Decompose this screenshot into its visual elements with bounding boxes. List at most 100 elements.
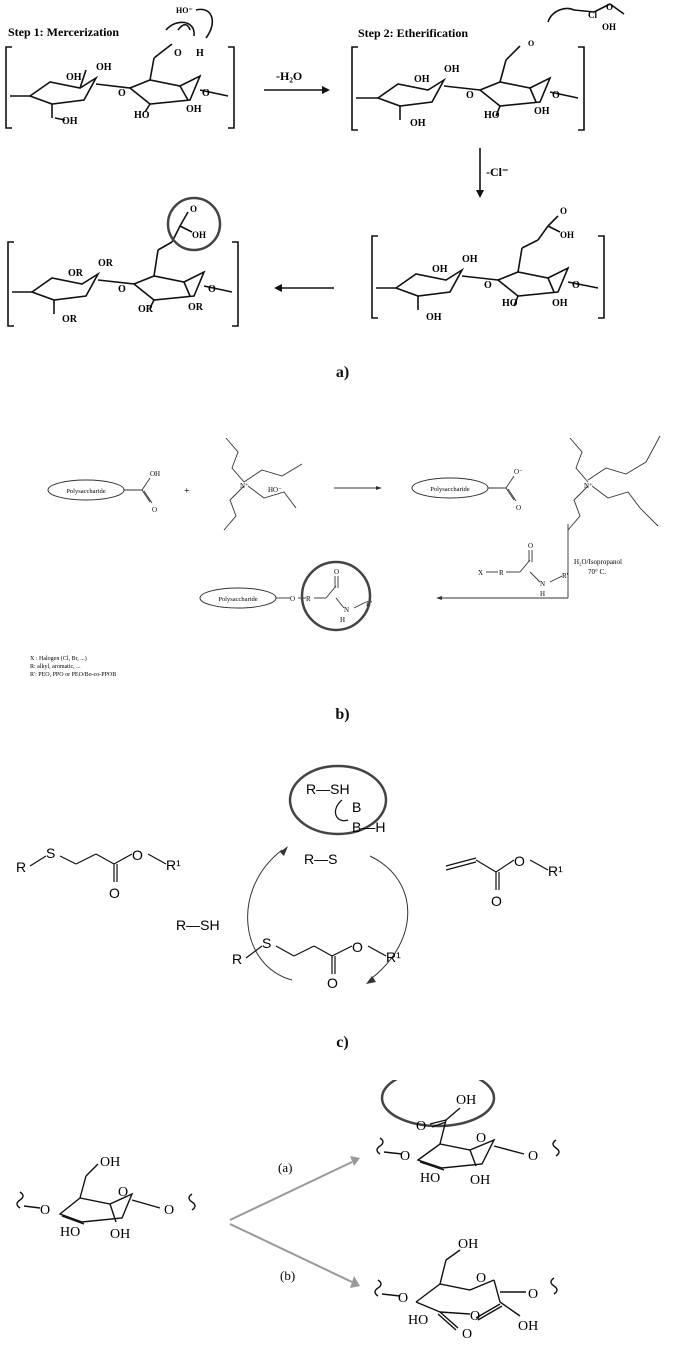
- arrow-head: [280, 846, 288, 856]
- cellulose-unit-top-right: [351, 3, 625, 131]
- o-label: O: [118, 1185, 128, 1200]
- s-label: S: [46, 845, 55, 861]
- oh-label: OH: [518, 1319, 538, 1334]
- polysaccharide-label: Polysaccharide: [66, 488, 105, 495]
- panel-d-diagram: OH O O HO OH O (a) (b) OH O O O: [16, 1068, 560, 1342]
- step1-title: Step 1: Mercerization: [8, 25, 119, 39]
- arrow-head: [350, 1156, 360, 1166]
- hydroxide-label: HO⁻: [268, 486, 282, 494]
- arrow-head: [436, 596, 442, 600]
- oh-label: OH: [602, 22, 616, 32]
- o-label: O: [470, 1309, 480, 1324]
- oh-label: OH: [186, 104, 202, 115]
- oh-label: OH: [560, 230, 574, 240]
- o-label: O: [528, 542, 533, 550]
- oh-label: OH: [66, 72, 82, 83]
- reaction-arrow-b: [229, 1223, 353, 1283]
- o-label: O: [398, 1291, 408, 1306]
- oh-label: OH: [110, 1227, 130, 1242]
- conjugate-acid-label: B—H: [352, 819, 385, 835]
- oh-label: OH: [410, 118, 426, 129]
- panel-d-oxidation-scheme: OH O O HO OH O (a) (b) OH O O O: [0, 1068, 685, 1346]
- ho-label: HO: [134, 110, 150, 121]
- panel-a-diagram: Step 1: Mercerization Step 2: Etherifica…: [5, 2, 625, 327]
- panel-c-thiol-michael-cycle: R—SH B B—H R—S O O R¹: [0, 740, 685, 991]
- o-label: O: [462, 1327, 472, 1342]
- o-label: O: [400, 1149, 410, 1164]
- oh-label: OH: [444, 64, 460, 75]
- cycle-arrow-right: [369, 855, 409, 979]
- arrow-head: [376, 486, 382, 490]
- haloamide-reagent: [486, 550, 563, 583]
- arrow-head: [274, 284, 282, 292]
- o-label: O: [466, 90, 474, 101]
- r-prime-label: R': [562, 572, 568, 580]
- o-label: O: [514, 853, 525, 869]
- cellulose-unit-top-left: [5, 8, 235, 129]
- o-label: O: [40, 1203, 50, 1218]
- oh-label: OH: [458, 1237, 478, 1252]
- arrow-head: [322, 86, 330, 94]
- o-label: O: [152, 506, 157, 514]
- legend-r-prime: R': PEO, PPO or PEO/Bo-co-PPOB: [30, 672, 116, 678]
- or-label: OR: [188, 302, 204, 313]
- conditions-solvent: H₂O/Isopropanol: [574, 558, 622, 566]
- panel-c-diagram: R—SH B B—H R—S O O R¹: [16, 764, 563, 991]
- o-label: O: [118, 88, 126, 99]
- arrow-head: [476, 190, 484, 198]
- o-label: O: [208, 284, 216, 295]
- n-label: N: [540, 580, 545, 588]
- o-label: O: [484, 280, 492, 291]
- oh-label: OH: [534, 106, 550, 117]
- o-label: O: [352, 939, 363, 955]
- curved-arrow: [334, 799, 349, 822]
- o-minus-label: O⁻: [514, 468, 523, 476]
- o-label: O: [516, 504, 521, 512]
- ho-label: HO: [484, 110, 500, 121]
- ho-label: HO: [60, 1225, 80, 1240]
- highlight-circle: [166, 196, 222, 252]
- oh-label: OH: [414, 74, 430, 85]
- h-label: H: [196, 48, 204, 59]
- r-label: R: [306, 595, 311, 603]
- o-label: O: [572, 280, 580, 291]
- ho-label: HO: [420, 1171, 440, 1186]
- r-label: R: [16, 859, 26, 875]
- or-label: OR: [68, 268, 84, 279]
- o-label: O: [606, 2, 613, 12]
- o-label: O: [190, 204, 197, 214]
- thiol-label: R—SH: [176, 917, 220, 933]
- o-label: O: [118, 284, 126, 295]
- o-label: O: [164, 1203, 174, 1218]
- or-label: OR: [138, 304, 154, 315]
- cellulose-unit-bottom-right: [371, 215, 605, 319]
- polysaccharide-label: Polysaccharide: [218, 596, 257, 603]
- oh-label: OH: [150, 470, 160, 478]
- h-label: H: [540, 590, 545, 598]
- pathway-b-label: (b): [280, 1268, 295, 1283]
- panel-a-caption: a): [335, 364, 350, 381]
- r1-label: R¹: [548, 863, 563, 879]
- legend-r: R: alkyl, aromatic, ...: [30, 664, 81, 670]
- glucose-unit-reactant: [16, 1163, 196, 1225]
- r1-label: R¹: [166, 857, 181, 873]
- oh-label: OH: [426, 312, 442, 323]
- oh-label: OH: [552, 298, 568, 309]
- oh-label: OH: [470, 1173, 490, 1188]
- o-label: O: [202, 88, 210, 99]
- carboxyl-group: [124, 477, 153, 504]
- oh-label: OH: [462, 254, 478, 265]
- ring-opened-product: [374, 1249, 558, 1331]
- r-label: R: [232, 951, 242, 967]
- ho-label: HO: [502, 298, 518, 309]
- thioether-product: [29, 853, 167, 882]
- panel-b-diagram: Polysaccharide OH O + N⁺ HO⁻ Polysacchar…: [30, 435, 661, 678]
- o-label: O: [290, 595, 295, 603]
- base-label: B: [352, 799, 361, 815]
- r-label: R: [499, 569, 504, 577]
- h-label: H: [340, 616, 345, 624]
- plus-sign: +: [184, 486, 190, 497]
- highlight-circle: [380, 1068, 496, 1128]
- thiol-label: R—SH: [306, 781, 350, 797]
- thiolate-label: R—S: [304, 851, 337, 867]
